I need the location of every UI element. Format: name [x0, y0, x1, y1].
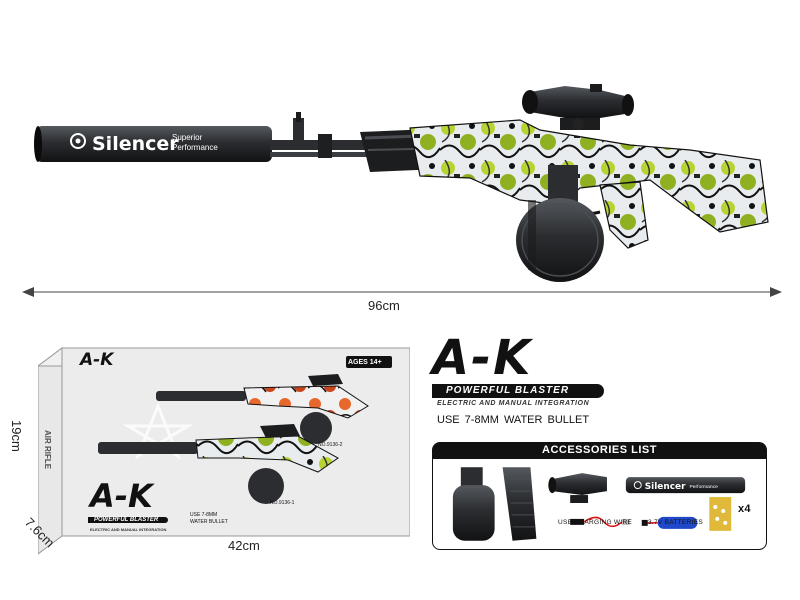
pistol-grip	[599, 181, 649, 249]
rifle-illustration: Silencer Superior Performance	[34, 84, 769, 282]
box-front-brand: A-K	[90, 477, 153, 515]
box-brand: A-K	[80, 350, 114, 370]
box-front-sub2: ELECTRIC AND MANUAL INTEGRATION	[90, 527, 167, 532]
length-dimension-line	[22, 287, 782, 297]
product-subtitle-2: ELECTRIC AND MANUAL INTEGRATION	[437, 400, 590, 407]
scope-icon	[522, 84, 634, 130]
box-side-text: AIR RIFLE	[43, 430, 52, 470]
stick-magazine-icon	[502, 467, 537, 541]
accessories-items: Silencer Performance	[452, 467, 746, 541]
bullets-count: x4	[738, 503, 751, 515]
product-usage: USE 7-8MM WATER BULLET	[437, 414, 590, 426]
height-label: 19cm	[9, 420, 24, 452]
battery-caption: 3.7V BATTERIES	[648, 519, 704, 526]
width-label: 42cm	[228, 538, 260, 553]
box-ages-badge: AGES 14+	[348, 359, 382, 366]
accessory-silencer-tag: Performance	[689, 484, 718, 490]
box-model-top: NO.9136-2	[318, 442, 343, 448]
usb-wire-icon	[570, 516, 630, 528]
receiver	[409, 119, 769, 233]
silencer-tag-1: Superior	[172, 133, 203, 142]
silencer-icon	[34, 126, 272, 162]
barrel	[270, 112, 415, 158]
box-model-bottom: NO.9136-1	[270, 500, 295, 506]
battery-icon	[641, 516, 698, 529]
product-brand-block: A-K	[432, 330, 612, 390]
box-front-sub: POWERFUL BLASTER	[88, 517, 169, 523]
silencer-icon	[625, 477, 746, 494]
accessories-panel: ACCESSORIES LIST Silencer Performance	[432, 442, 767, 550]
product-title: A-K	[432, 330, 533, 386]
silencer-label: Silencer	[92, 133, 179, 155]
accessories-header: ACCESSORIES LIST	[433, 443, 766, 459]
box-front-usage: USE 7-8MM WATER BULLET	[190, 512, 228, 525]
product-subtitle: POWERFUL BLASTER	[446, 385, 570, 396]
accessory-silencer-label: Silencer	[645, 482, 686, 492]
subtitle-bar	[432, 384, 604, 398]
drum-magazine-icon	[452, 467, 495, 541]
scope-icon	[548, 473, 607, 504]
drum-magazine-icon	[516, 165, 604, 282]
packaging-box	[38, 347, 410, 555]
length-label: 96cm	[368, 298, 400, 313]
water-bullets-pack-icon	[709, 497, 732, 531]
silencer-tag-2: Performance	[172, 143, 218, 152]
usb-caption: USB CHARGING WIRE	[558, 519, 633, 526]
accessories-title: ACCESSORIES LIST	[542, 444, 657, 456]
